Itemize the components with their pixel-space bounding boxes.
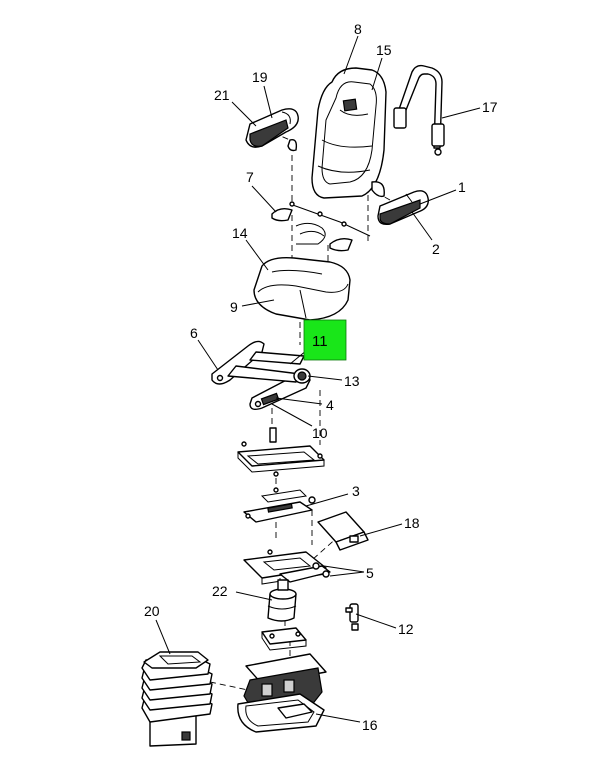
callout-1: 1 [458,179,466,195]
callout-8: 8 [354,21,362,37]
callout-4: 4 [326,397,334,413]
fore-aft-slide [243,487,316,523]
callout-18: 18 [404,515,420,531]
callout-14: 14 [232,225,248,241]
seat-pan-frame [211,340,311,411]
callout-11: 11 [312,333,328,350]
base-plate [243,549,331,585]
valve [345,603,359,631]
suspension-base [237,653,327,733]
callout-15: 15 [376,42,392,58]
callout-labels: 8 15 19 21 17 1 2 7 14 9 6 11 13 4 10 3 … [144,21,498,733]
leader-lines [155,35,481,723]
callout-3: 3 [352,483,360,499]
callout-20: 20 [144,603,160,619]
callout-21: 21 [214,87,230,103]
callout-2: 2 [432,241,440,257]
bellows-cover [141,651,213,747]
callout-9: 9 [230,299,238,315]
callout-5: 5 [366,565,374,581]
recliner-brackets [271,201,371,252]
slide-rail-frame [237,427,325,477]
seat-cushion [253,256,351,321]
callout-6: 6 [190,325,198,341]
callout-12: 12 [398,621,414,637]
air-spring [267,579,297,622]
assembly-lines [209,124,391,691]
callout-7: 7 [246,169,254,185]
callout-17: 17 [482,99,498,115]
seat-back [287,67,387,199]
callout-10: 10 [312,425,328,441]
callout-13: 13 [344,373,360,389]
callout-16: 16 [362,717,378,733]
right-armrest [377,190,429,226]
rear-frame [393,64,445,156]
callout-19: 19 [252,69,268,85]
mounting-bracket [317,511,369,551]
left-armrest [245,108,299,148]
callout-22: 22 [212,583,228,599]
scissor-mount [261,627,307,651]
highlight-box[interactable] [303,319,347,361]
